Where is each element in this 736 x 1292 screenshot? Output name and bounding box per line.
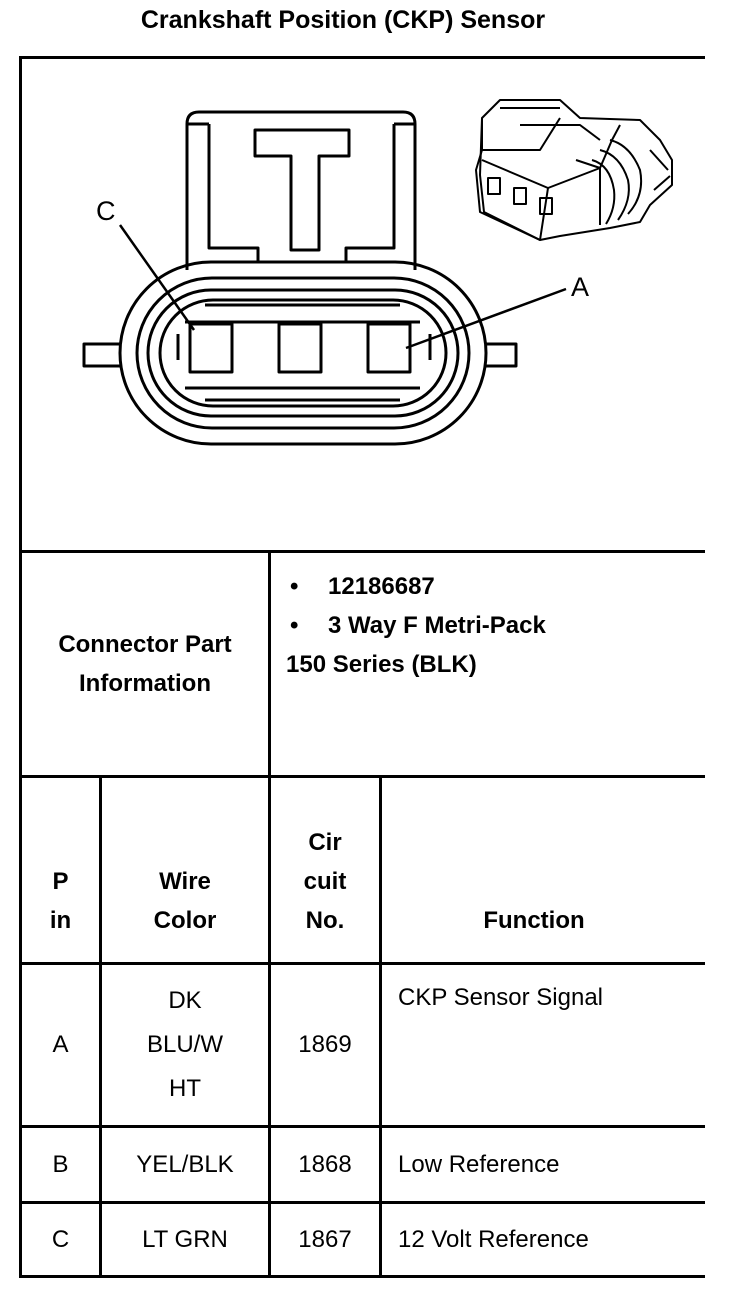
table-row-b-circuit: 1868 xyxy=(298,1150,352,1178)
seal-ring-mid xyxy=(146,288,460,418)
list-item: • 3 Way F Metri-Pack xyxy=(286,606,686,645)
cavity-b xyxy=(277,322,323,374)
connector-info-label-line2: Information xyxy=(79,670,211,697)
latch-housing xyxy=(185,110,417,270)
latch-inner-outline xyxy=(207,124,396,262)
pin-label-c: C xyxy=(96,196,116,226)
pin-label-a: A xyxy=(571,272,589,302)
divider-diagram-bottom xyxy=(19,550,705,553)
divider-header-bottom xyxy=(19,962,705,965)
divider-col-wire xyxy=(268,775,271,1278)
table-row-a-circuit: 1869 xyxy=(298,1031,352,1058)
header-circuit-no: Cir cuit No. xyxy=(303,829,347,934)
connector-info-label-line1: Connector Part xyxy=(58,631,232,658)
table-row-c-circuit: 1867 xyxy=(298,1225,352,1253)
table-row-b-wire-color: YEL/BLK xyxy=(136,1150,234,1178)
divider-col-pin xyxy=(99,775,102,1278)
leader-line-c xyxy=(118,224,196,331)
cavity-c xyxy=(188,322,234,374)
left-tab xyxy=(82,342,120,368)
connector-info-label: Connector Part Information xyxy=(22,553,268,775)
divider-info-bottom xyxy=(19,775,705,778)
connector-info-values: • 12186687 • 3 Way F Metri-Pack 150 Seri… xyxy=(286,567,686,684)
connector-body xyxy=(118,260,488,446)
connector-series: 150 Series (BLK) xyxy=(286,651,477,678)
part-number: 12186687 xyxy=(328,573,435,600)
leader-line-a xyxy=(405,287,567,350)
divider-row-b-bottom xyxy=(19,1201,705,1204)
table-row-c-pin: C xyxy=(51,1225,70,1253)
page-title: Crankshaft Position (CKP) Sensor xyxy=(140,6,546,34)
header-wire-color: Wire Color xyxy=(153,868,217,934)
table-row-b-pin: B xyxy=(52,1150,69,1178)
table-row-c-wire-color: LT GRN xyxy=(142,1225,228,1253)
t-slot xyxy=(253,128,351,252)
table-row-a-function: CKP Sensor Signal xyxy=(398,984,604,1011)
divider-info-col xyxy=(268,550,271,778)
connector-3d-view xyxy=(475,99,673,241)
connector-diagram: C A xyxy=(82,99,673,446)
table-frame xyxy=(19,56,705,1278)
divider-col-circuit xyxy=(379,775,382,1278)
right-tab xyxy=(486,342,518,368)
seal-ring-outer xyxy=(135,276,471,430)
table-row-c-function: 12 Volt Reference xyxy=(398,1225,589,1253)
header-function: Function xyxy=(483,907,585,934)
table-row-a-pin: A xyxy=(52,1031,69,1058)
seal-ring-inner xyxy=(158,298,448,408)
cavity-a xyxy=(366,322,412,374)
bullet-icon: • xyxy=(290,612,299,639)
list-item: • 12186687 xyxy=(286,567,686,606)
table-row-a-wire-color: DK BLU/W HT xyxy=(146,987,223,1102)
table-row-b-function: Low Reference xyxy=(398,1150,560,1178)
header-pin: P in xyxy=(49,868,72,934)
connector-type: 3 Way F Metri-Pack xyxy=(328,612,546,639)
divider-row-a-bottom xyxy=(19,1125,705,1128)
bullet-icon: • xyxy=(290,573,299,600)
